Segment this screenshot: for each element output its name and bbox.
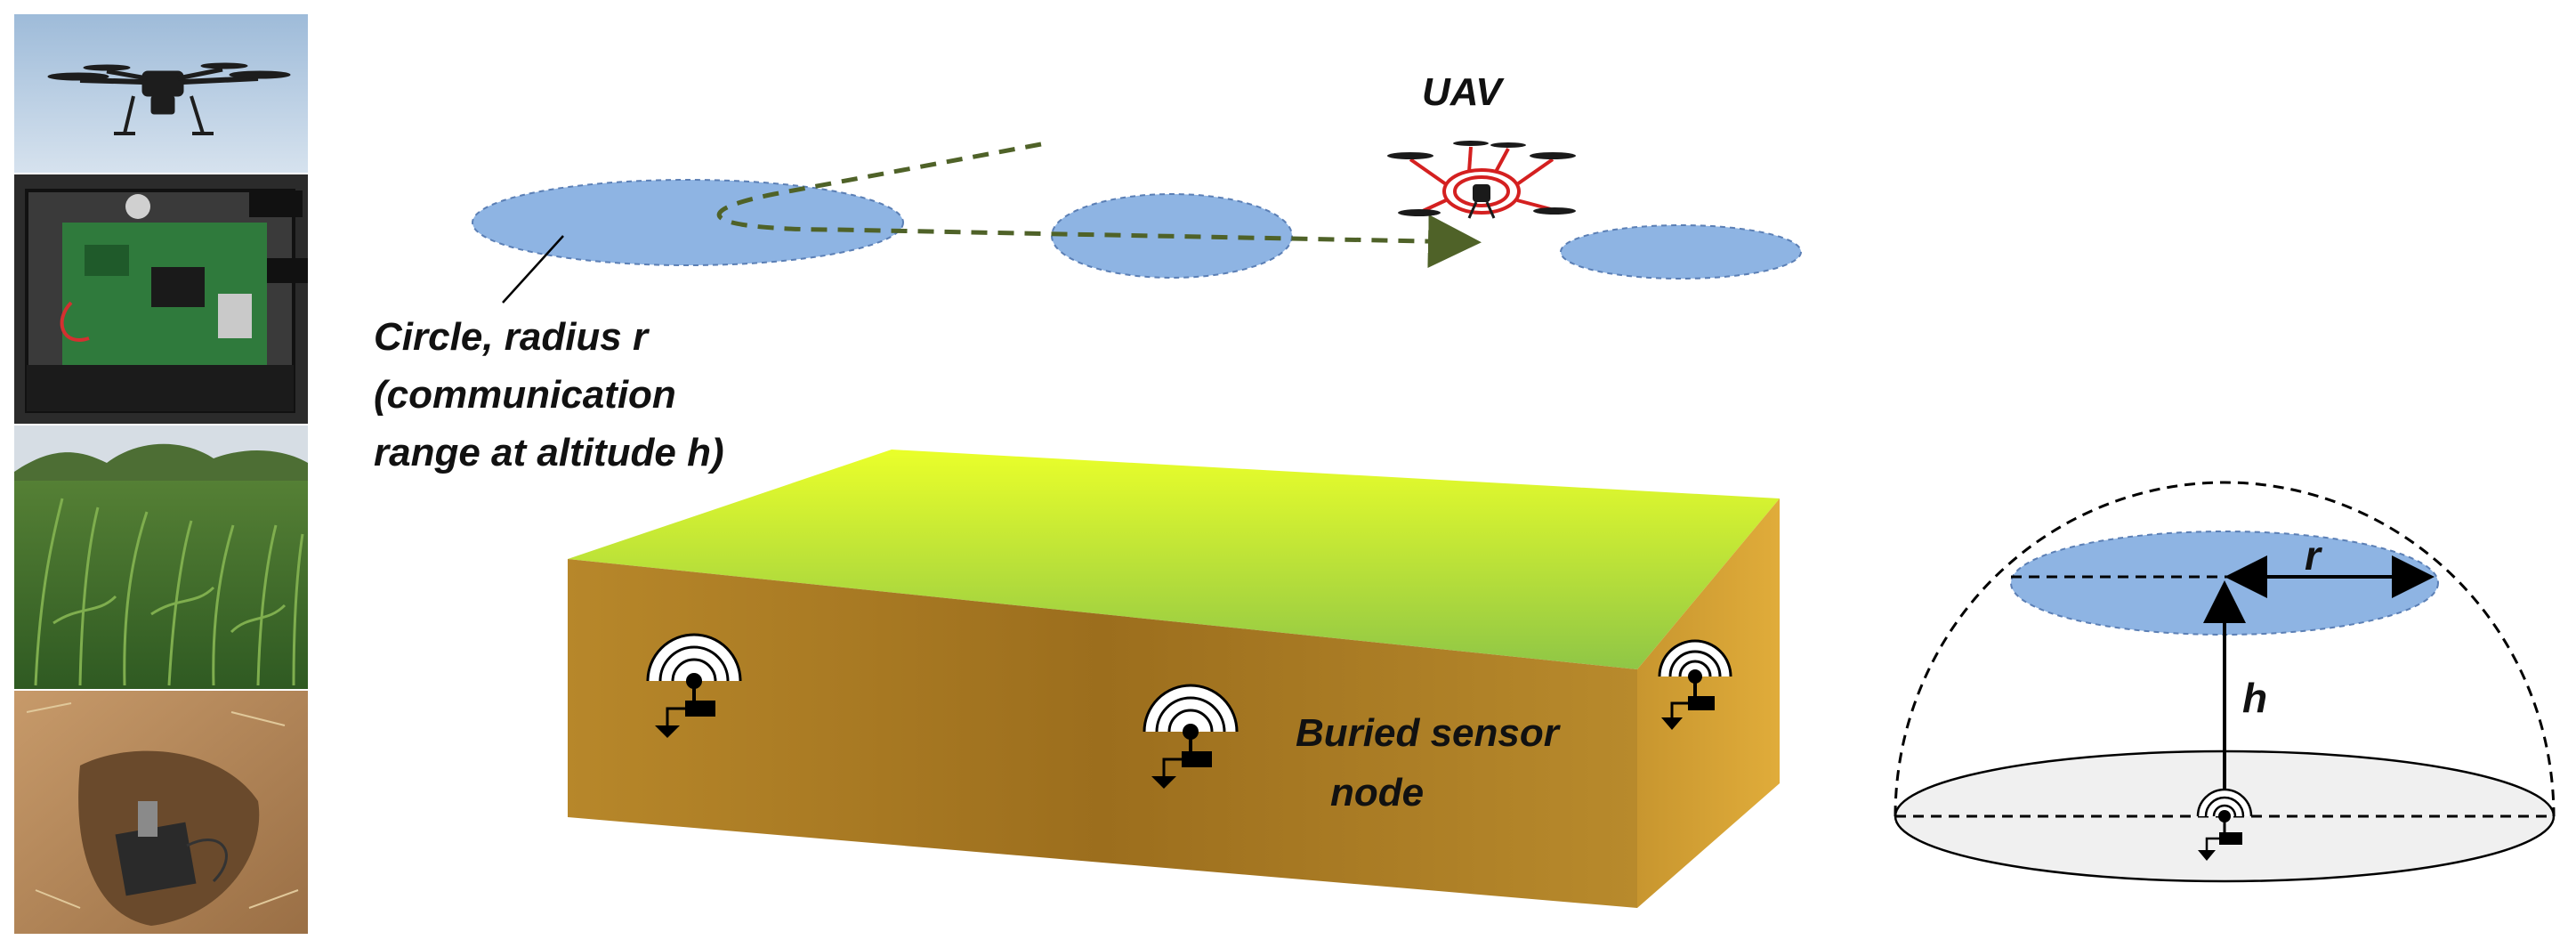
soil-block: [568, 450, 1780, 908]
sensor-body-icon: [1182, 751, 1212, 767]
drone-silhouette-icon: [47, 62, 291, 135]
signal-waves-icon: [1143, 684, 1239, 733]
hemisphere-dome: [1894, 481, 2556, 817]
sensor-body-icon: [1688, 696, 1715, 710]
height-label: h: [2242, 675, 2267, 721]
circle-label-line1: Circle, radius r: [374, 315, 650, 359]
comm-circle-3: [1560, 224, 1802, 280]
signal-waves-icon: [1658, 639, 1732, 677]
circle-label-line2: (communication: [374, 373, 676, 417]
buried-label-line1: Buried sensor: [1296, 711, 1562, 755]
circle-label-line3: range at altitude h): [374, 431, 724, 474]
signal-waves-icon: [2196, 788, 2253, 817]
uav-label: UAV: [1422, 70, 1505, 114]
ground-sensor-node: [2196, 788, 2253, 861]
signal-waves-icon: [646, 633, 742, 682]
ground-symbol-icon: [1661, 717, 1683, 730]
hemisphere-diagram: [1894, 481, 2556, 883]
ground-symbol-icon: [1151, 776, 1176, 789]
ground-symbol-icon: [2198, 850, 2216, 861]
sensor-body-icon: [2219, 832, 2242, 845]
drone-photo: [14, 14, 308, 173]
radius-label: r: [2305, 532, 2322, 579]
comm-circle-1: [472, 179, 904, 266]
ground-symbol-icon: [655, 725, 680, 738]
circle-label-leader: [502, 235, 564, 304]
sensor-box-photo: [14, 174, 308, 424]
buried-label-line2: node: [1330, 771, 1424, 814]
uav-icon: [1387, 141, 1576, 219]
buried-sensor-photo: [14, 691, 308, 934]
buried-sensor-node-3: [1658, 639, 1732, 730]
comm-range-circles: [472, 179, 1802, 280]
cornfield-photo: [14, 425, 308, 689]
sensor-body-icon: [685, 701, 715, 717]
buried-sensor-node-2: [1143, 684, 1239, 789]
soil-front-face: [568, 559, 1637, 908]
soil-top-surface: [568, 450, 1780, 669]
photo-strip: [14, 14, 308, 934]
buried-sensor-node-1: [646, 633, 742, 738]
